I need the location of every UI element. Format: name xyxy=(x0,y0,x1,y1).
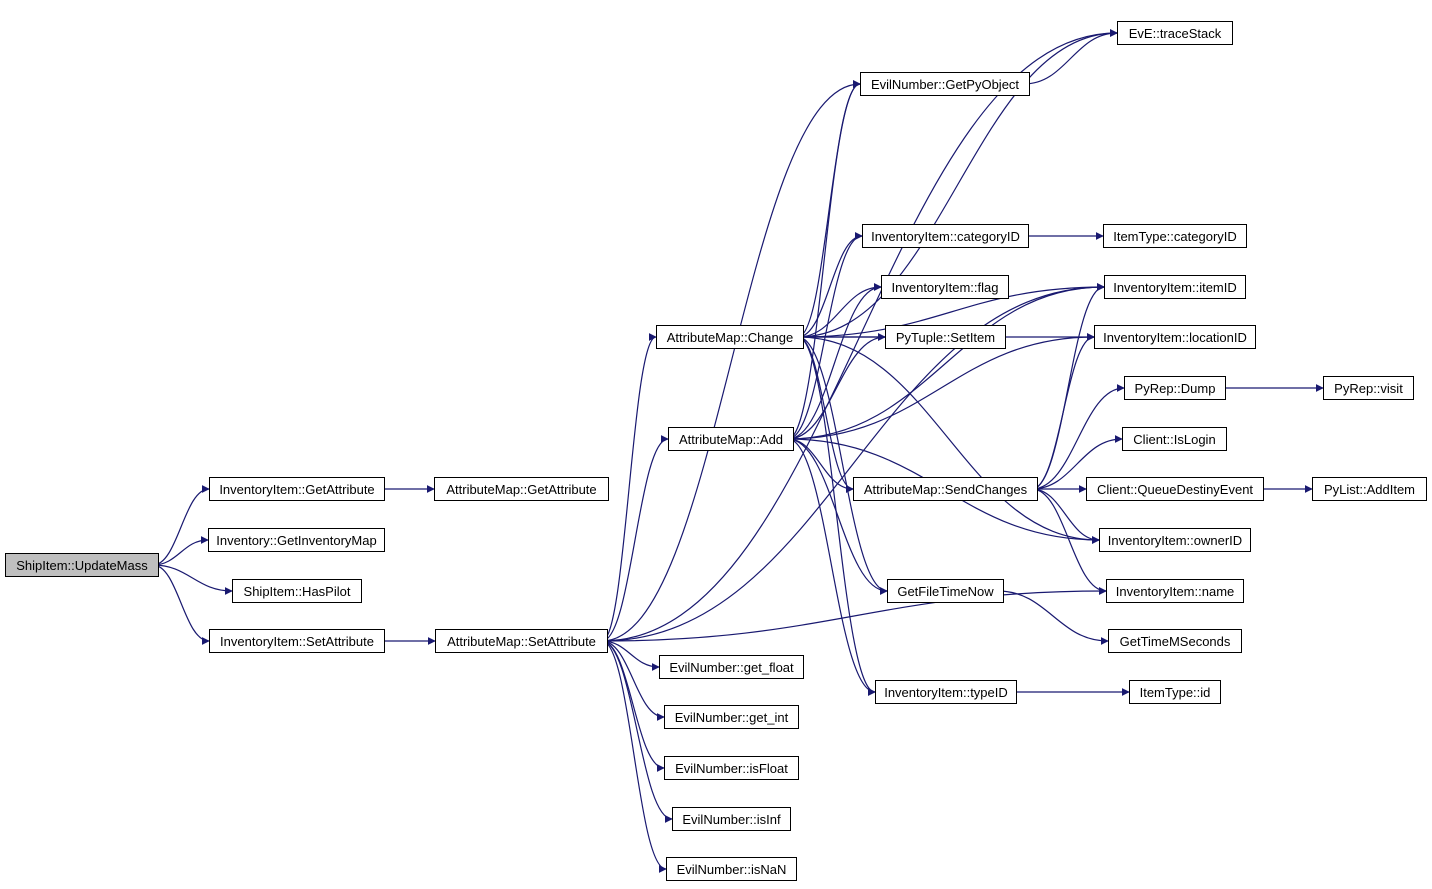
call-edge xyxy=(797,336,854,493)
call-edge xyxy=(601,283,1105,642)
call-edge xyxy=(601,640,660,671)
call-edge xyxy=(1031,435,1123,490)
call-edge xyxy=(152,536,209,566)
call-edge xyxy=(797,336,876,696)
node-evilnumber-getpyobject[interactable]: EvilNumber::GetPyObject xyxy=(860,72,1030,96)
call-edge xyxy=(152,485,210,566)
node-attributemap-setattribute[interactable]: AttributeMap::SetAttribute xyxy=(435,629,608,653)
call-edge xyxy=(797,80,861,338)
call-edge xyxy=(1031,488,1107,595)
call-edge xyxy=(1023,29,1118,85)
call-edge xyxy=(797,336,888,595)
node-inventoryitem-locationid[interactable]: InventoryItem::locationID xyxy=(1094,325,1256,349)
call-edge xyxy=(601,587,1107,642)
node-inventoryitem-name[interactable]: InventoryItem::name xyxy=(1106,579,1244,603)
call-edge xyxy=(787,438,888,595)
node-attributemap-sendchanges[interactable]: AttributeMap::SendChanges xyxy=(853,477,1038,501)
node-attributemap-change[interactable]: AttributeMap::Change xyxy=(656,325,804,349)
call-edge xyxy=(797,232,863,338)
call-edge xyxy=(797,336,1100,544)
node-inventoryitem-itemid[interactable]: InventoryItem::itemID xyxy=(1104,275,1246,299)
node-inventoryitem-setattribute[interactable]: InventoryItem::SetAttribute xyxy=(209,629,385,653)
call-edge xyxy=(1031,488,1100,544)
call-edge xyxy=(152,564,233,595)
call-edge xyxy=(601,435,669,642)
call-edge xyxy=(787,438,876,696)
call-edge xyxy=(797,29,1118,338)
node-client-islogin[interactable]: Client::IsLogin xyxy=(1122,427,1227,451)
node-itemtype-categoryid[interactable]: ItemType::categoryID xyxy=(1103,224,1247,248)
call-edge xyxy=(787,232,863,440)
node-shipitem-updatemass: ShipItem::UpdateMass xyxy=(5,553,159,577)
call-edge xyxy=(787,333,886,440)
node-inventoryitem-categoryid[interactable]: InventoryItem::categoryID xyxy=(862,224,1029,248)
node-pytuple-setitem[interactable]: PyTuple::SetItem xyxy=(885,325,1006,349)
node-evilnumber-get-float[interactable]: EvilNumber::get_float xyxy=(659,655,804,679)
node-inventory-getinventorymap[interactable]: Inventory::GetInventoryMap xyxy=(208,528,385,552)
node-evilnumber-isfloat[interactable]: EvilNumber::isFloat xyxy=(664,756,799,780)
node-shipitem-haspilot[interactable]: ShipItem::HasPilot xyxy=(232,579,362,603)
node-gettimemseconds[interactable]: GetTimeMSeconds xyxy=(1108,629,1242,653)
call-edge xyxy=(797,283,1105,338)
call-edge xyxy=(787,80,861,440)
node-getfiletimenow[interactable]: GetFileTimeNow xyxy=(887,579,1004,603)
node-pylist-additem[interactable]: PyList::AddItem xyxy=(1312,477,1427,501)
node-eve-tracestack[interactable]: EvE::traceStack xyxy=(1117,21,1233,45)
node-pyrep-visit[interactable]: PyRep::visit xyxy=(1323,376,1414,400)
node-evilnumber-get-int[interactable]: EvilNumber::get_int xyxy=(664,705,799,729)
call-edge xyxy=(601,333,657,642)
call-edge xyxy=(997,590,1109,645)
node-inventoryitem-typeid[interactable]: InventoryItem::typeID xyxy=(875,680,1017,704)
node-attributemap-add[interactable]: AttributeMap::Add xyxy=(668,427,794,451)
call-edge xyxy=(797,283,882,338)
call-edge xyxy=(787,283,882,440)
call-edge xyxy=(152,564,210,645)
node-inventoryitem-ownerid[interactable]: InventoryItem::ownerID xyxy=(1099,528,1251,552)
node-itemtype-id[interactable]: ItemType::id xyxy=(1129,680,1221,704)
node-client-queuedestinyevent[interactable]: Client::QueueDestinyEvent xyxy=(1086,477,1264,501)
call-edge xyxy=(601,640,667,873)
call-edge xyxy=(601,640,665,721)
call-edge xyxy=(601,640,673,823)
call-edge xyxy=(787,283,1105,440)
call-edge xyxy=(601,80,861,642)
node-evilnumber-isnan[interactable]: EvilNumber::isNaN xyxy=(666,857,797,881)
node-inventoryitem-flag[interactable]: InventoryItem::flag xyxy=(881,275,1009,299)
node-inventoryitem-getattribute[interactable]: InventoryItem::GetAttribute xyxy=(209,477,385,501)
node-evilnumber-isinf[interactable]: EvilNumber::isInf xyxy=(672,807,791,831)
node-attributemap-getattribute[interactable]: AttributeMap::GetAttribute xyxy=(434,477,609,501)
node-pyrep-dump[interactable]: PyRep::Dump xyxy=(1124,376,1226,400)
call-edge xyxy=(787,333,1095,440)
call-edge xyxy=(1031,333,1095,490)
call-edge xyxy=(1031,384,1125,490)
